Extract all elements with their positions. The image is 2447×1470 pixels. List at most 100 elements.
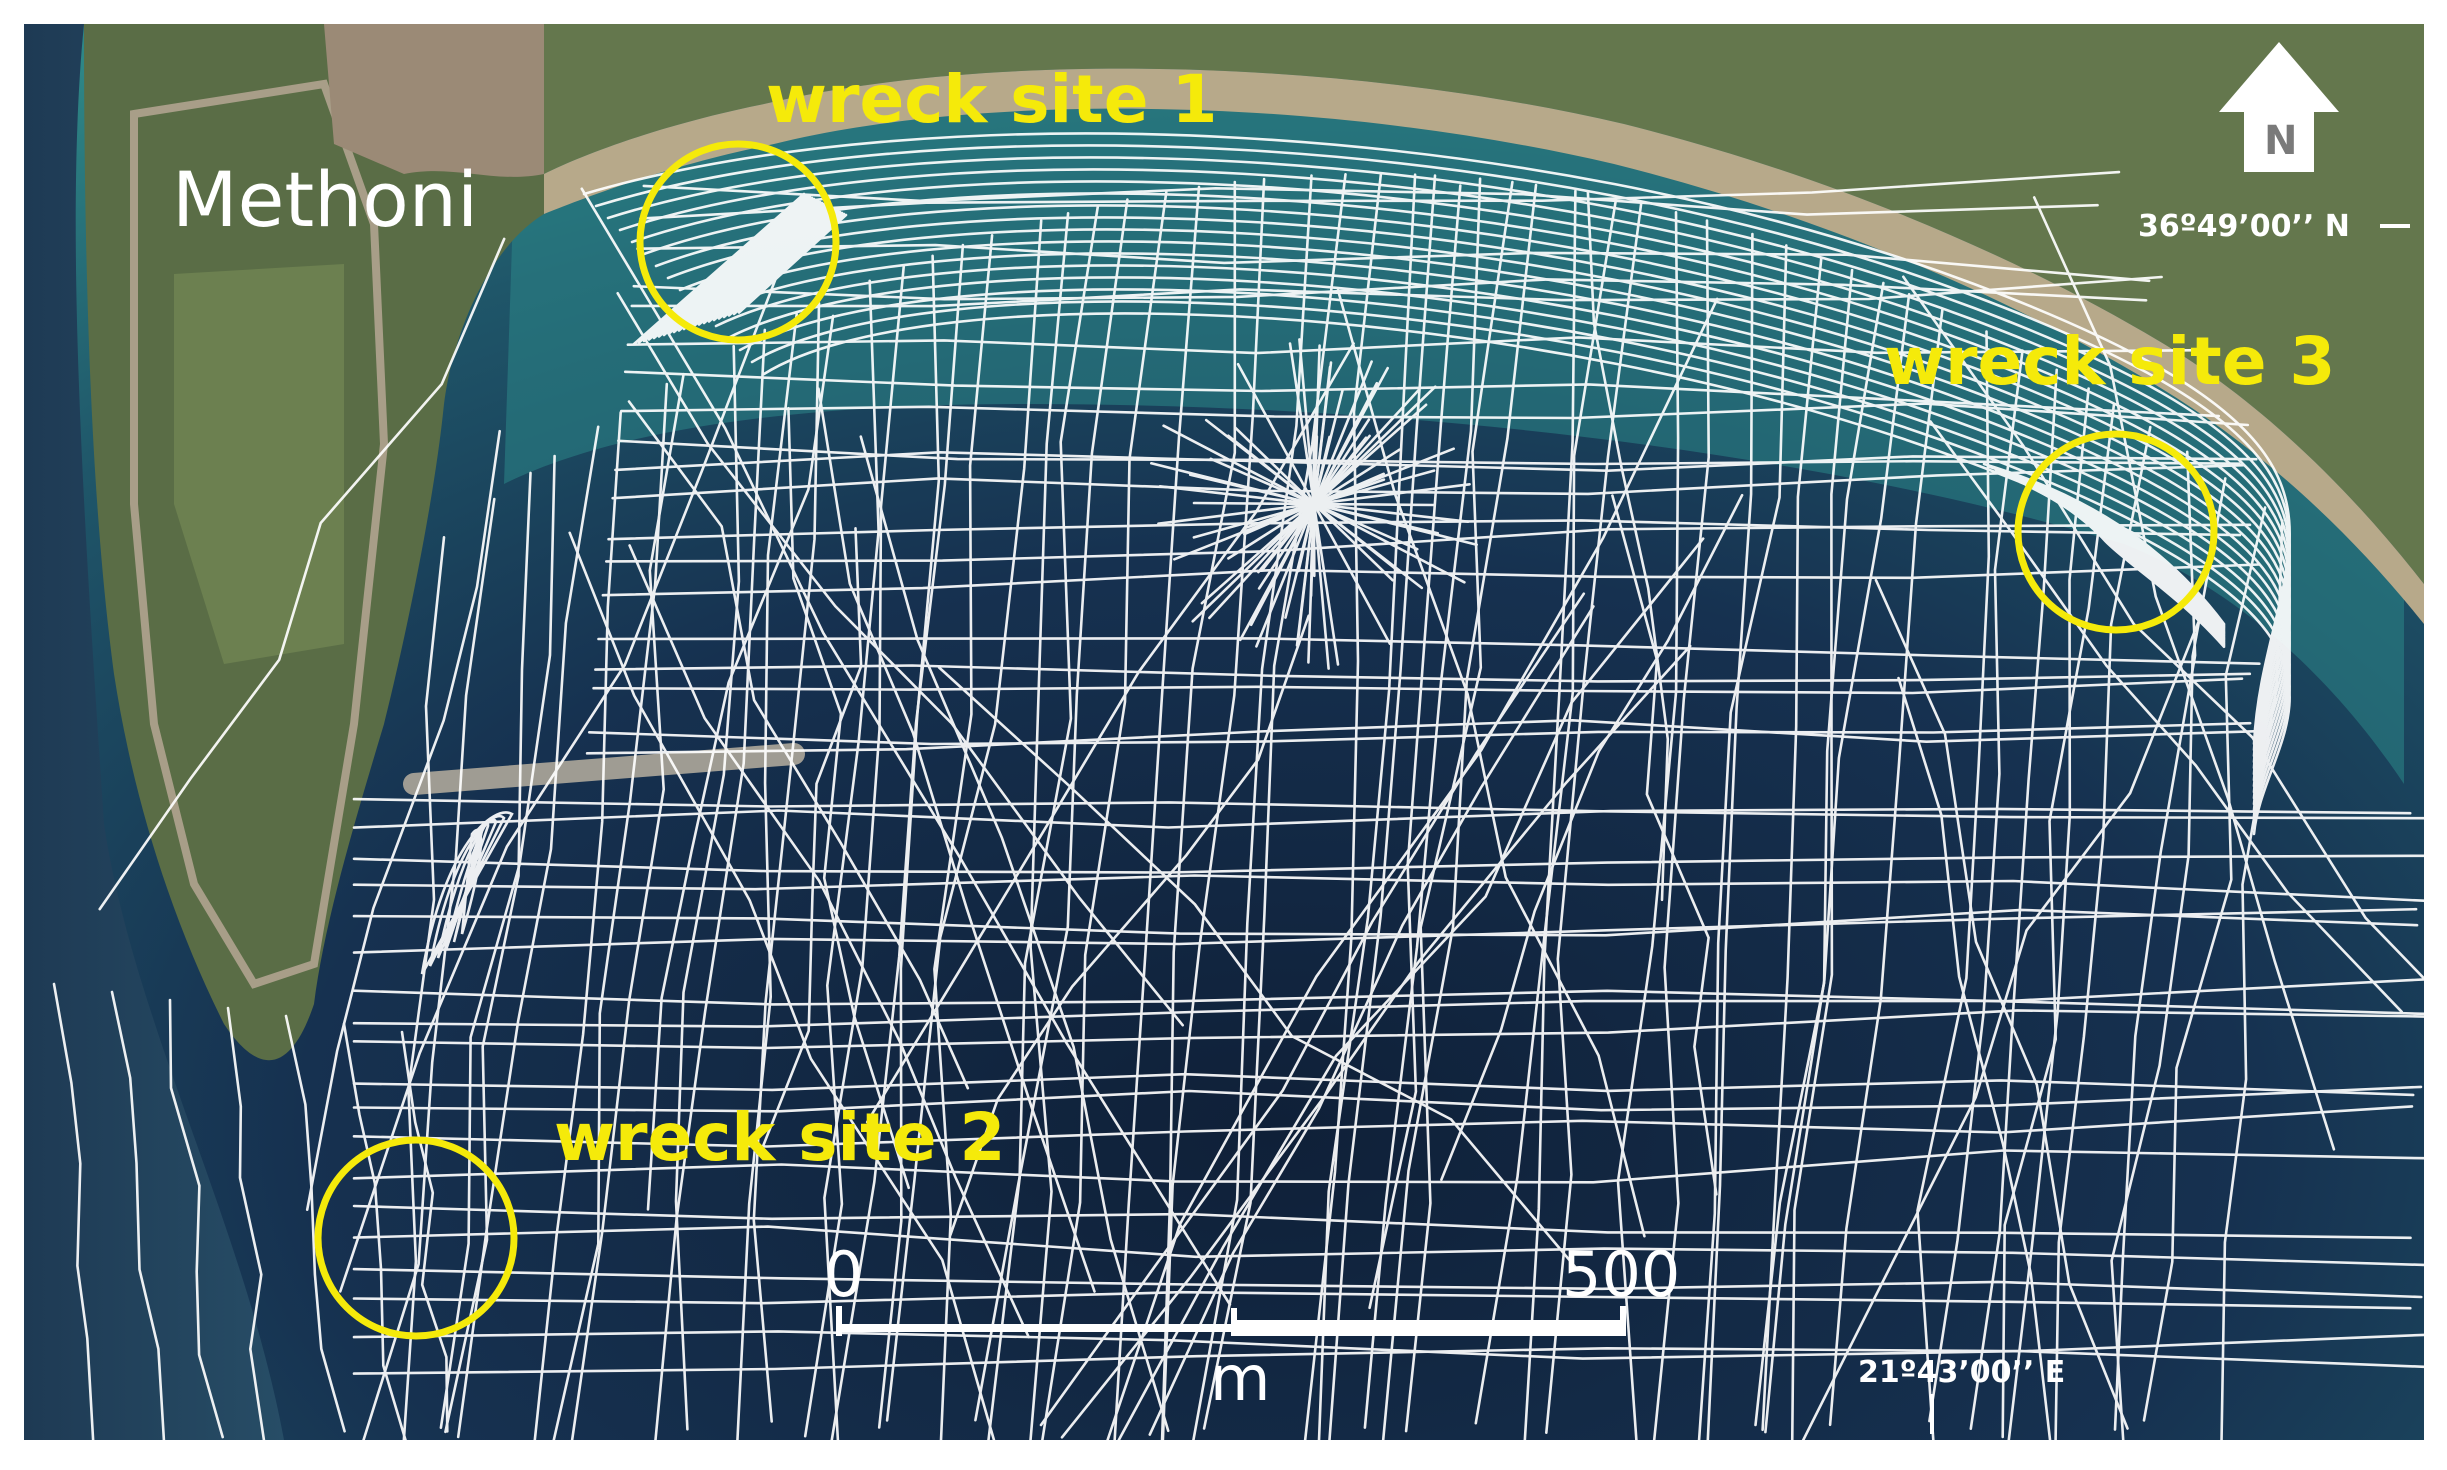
survey-track-line bbox=[98, 237, 506, 911]
survey-track-line bbox=[933, 234, 994, 1440]
survey-track-line bbox=[452, 825, 484, 943]
survey-track-line bbox=[284, 1014, 346, 1433]
survey-track-line bbox=[305, 429, 501, 1211]
survey-track-line bbox=[402, 536, 446, 1440]
survey-track-line bbox=[580, 187, 1232, 1306]
survey-track-line bbox=[1381, 183, 1538, 1440]
survey-track-line bbox=[712, 208, 838, 322]
survey-track-line bbox=[1191, 385, 1437, 623]
survey-track-line bbox=[1117, 537, 1705, 1440]
survey-track-line bbox=[1368, 184, 1462, 1310]
survey-track-line bbox=[1969, 368, 2058, 1430]
survey-track-line bbox=[760, 527, 863, 1151]
survey-track-line bbox=[859, 435, 1170, 1433]
survey-track-line bbox=[594, 664, 2252, 683]
survey-track-line bbox=[352, 1333, 2424, 1375]
longitude-tick bbox=[1930, 1394, 1934, 1434]
survey-track-line bbox=[987, 204, 1100, 1440]
survey-track-line bbox=[632, 192, 806, 346]
survey-track-line bbox=[677, 201, 824, 332]
survey-track-line bbox=[352, 1290, 2412, 1310]
survey-track-line bbox=[1928, 349, 2024, 1423]
survey-map: Methoni wreck site 1 wreck site 2 wreck … bbox=[24, 24, 2424, 1440]
survey-track-line bbox=[611, 463, 2245, 500]
survey-track-line bbox=[646, 314, 835, 1211]
survey-track-line bbox=[865, 342, 1355, 1124]
survey-track-line bbox=[1106, 297, 1719, 1440]
survey-track-line bbox=[605, 523, 2252, 563]
survey-track-line bbox=[1474, 197, 1618, 1425]
survey-track-line bbox=[727, 211, 844, 317]
survey-track-line bbox=[352, 874, 2424, 903]
survey-track-line bbox=[722, 210, 842, 319]
survey-track-line bbox=[1363, 177, 1482, 1429]
survey-track-line bbox=[1929, 420, 2403, 1014]
survey-track-line bbox=[949, 614, 1310, 1237]
survey-track-line bbox=[642, 184, 2099, 216]
survey-track-line bbox=[52, 982, 95, 1440]
survey-track-line bbox=[1440, 493, 1744, 1181]
survey-track-line bbox=[352, 1072, 2415, 1097]
survey-track-line bbox=[601, 563, 2261, 597]
survey-track-line bbox=[352, 907, 2418, 954]
wreck-site-1-circle bbox=[636, 140, 840, 344]
fortress-walls bbox=[130, 79, 389, 989]
survey-track-line bbox=[1148, 605, 1595, 1436]
survey-track-line bbox=[400, 1030, 449, 1433]
survey-track-line bbox=[674, 344, 741, 1431]
survey-track-line bbox=[627, 400, 970, 1090]
survey-track-line bbox=[1902, 275, 2424, 981]
survey-track-line bbox=[632, 278, 2148, 302]
survey-track-line bbox=[697, 205, 832, 326]
survey-track-line bbox=[460, 828, 483, 935]
survey-track-line bbox=[1161, 177, 1266, 1440]
scale-unit-label: m bbox=[1210, 1342, 1270, 1415]
survey-track-line bbox=[352, 1105, 2414, 1148]
longitude-label: 21º43’00’’ E bbox=[1858, 1355, 2065, 1390]
survey-track-line bbox=[1160, 180, 1237, 1440]
survey-track-line bbox=[717, 209, 840, 320]
survey-track-line bbox=[607, 519, 2242, 541]
survey-track-line bbox=[587, 721, 2252, 746]
survey-track-line bbox=[352, 1225, 2424, 1267]
survey-track-line bbox=[1761, 256, 1823, 1432]
survey-track-line bbox=[1874, 578, 2129, 1430]
survey-track-line bbox=[750, 300, 2291, 830]
wreck-site-1-label: wreck site 1 bbox=[766, 61, 1217, 138]
survey-track-line bbox=[168, 998, 224, 1439]
survey-track-line bbox=[657, 197, 816, 338]
survey-track-line bbox=[352, 989, 2424, 1016]
survey-track-line bbox=[1317, 173, 1417, 1440]
survey-track-line bbox=[692, 204, 830, 328]
place-label: Methoni bbox=[172, 155, 478, 244]
survey-track-line bbox=[1652, 219, 1711, 1440]
survey-track-line bbox=[1039, 592, 1586, 1427]
survey-track-line bbox=[702, 206, 834, 325]
open-sea-west bbox=[24, 24, 284, 1440]
survey-track-line bbox=[672, 200, 822, 334]
survey-track-line bbox=[352, 1330, 2424, 1369]
survey-track-line bbox=[585, 718, 2267, 755]
survey-track-line bbox=[652, 196, 814, 340]
scale-end-label: 500 bbox=[1562, 1238, 1680, 1311]
survey-track-line bbox=[1754, 281, 1885, 1427]
survey-track-line bbox=[352, 854, 2424, 874]
survey-track-line bbox=[628, 544, 1030, 1339]
survey-track-line bbox=[830, 243, 965, 1440]
survey-track-line bbox=[352, 1009, 2424, 1050]
survey-track-line bbox=[1029, 212, 1070, 1440]
fortress-grounds bbox=[174, 264, 344, 664]
survey-track-line bbox=[352, 807, 2412, 829]
survey-track-line bbox=[110, 990, 166, 1440]
scale-start-label: 0 bbox=[824, 1238, 863, 1311]
survey-track-line bbox=[637, 193, 808, 344]
survey-track-line bbox=[738, 288, 2291, 824]
scale-bar bbox=[836, 1306, 1626, 1336]
survey-track-line bbox=[687, 203, 828, 329]
survey-track-line bbox=[2110, 477, 2227, 1440]
survey-track-line bbox=[2032, 196, 2336, 1151]
survey-track-line bbox=[667, 199, 820, 335]
survey-track-line bbox=[1404, 180, 1514, 1433]
survey-track-line bbox=[352, 908, 2419, 937]
survey-track-line bbox=[803, 279, 880, 1438]
